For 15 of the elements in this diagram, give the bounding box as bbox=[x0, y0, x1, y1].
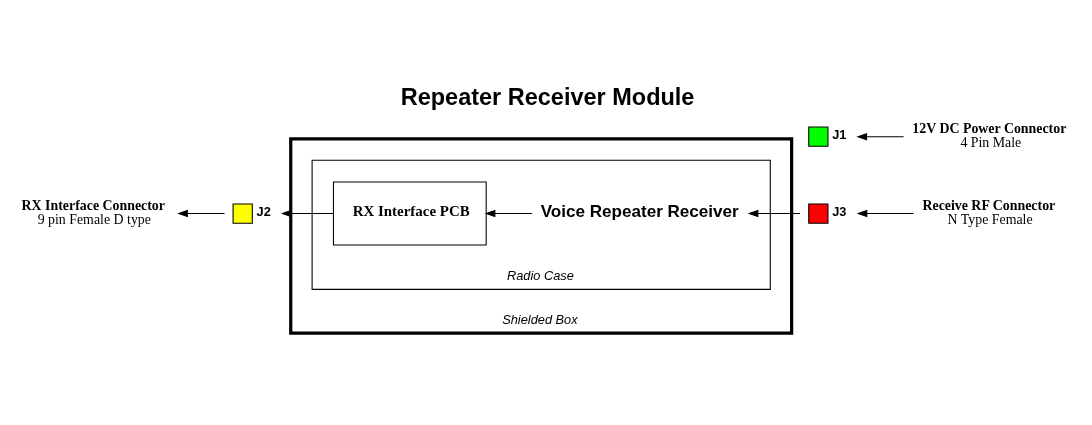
node-text: Voice Repeater Receiver bbox=[540, 201, 739, 221]
node-box: RX Interface PCB bbox=[332, 181, 487, 246]
arrow bbox=[856, 132, 905, 141]
node-text: Receive RF Connector N Type Female bbox=[922, 197, 1056, 227]
arrow bbox=[747, 209, 801, 218]
node-label: J3 bbox=[832, 203, 847, 219]
node-label: J2 bbox=[256, 203, 271, 219]
node-text: RX Interface Connector 9 pin Female D type bbox=[21, 197, 165, 227]
node-text: 12V DC Power Connector 4 Pin Male bbox=[912, 120, 1067, 150]
node-label: J1 bbox=[832, 126, 847, 142]
arrow bbox=[856, 209, 914, 218]
arrow bbox=[177, 209, 226, 218]
arrow bbox=[280, 209, 334, 218]
diagram-title: Repeater Receiver Module bbox=[400, 84, 695, 111]
arrow bbox=[484, 209, 533, 218]
